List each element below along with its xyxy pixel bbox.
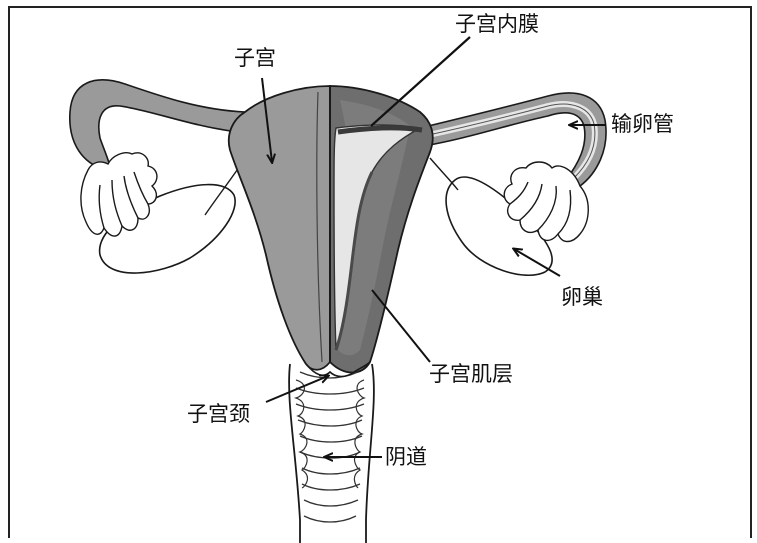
label-fallopian-tube: 输卵管 xyxy=(611,112,674,136)
label-myometrium: 子宫肌层 xyxy=(429,362,513,386)
label-uterus: 子宫 xyxy=(234,46,276,70)
label-endometrium: 子宫内膜 xyxy=(455,12,539,36)
label-cervix: 子宫颈 xyxy=(187,402,250,426)
uterus-body-left xyxy=(229,86,330,370)
label-ovary: 卵巢 xyxy=(561,285,603,309)
vagina xyxy=(289,364,374,543)
left-fallopian-tube xyxy=(70,80,245,176)
label-vagina: 阴道 xyxy=(385,445,427,469)
